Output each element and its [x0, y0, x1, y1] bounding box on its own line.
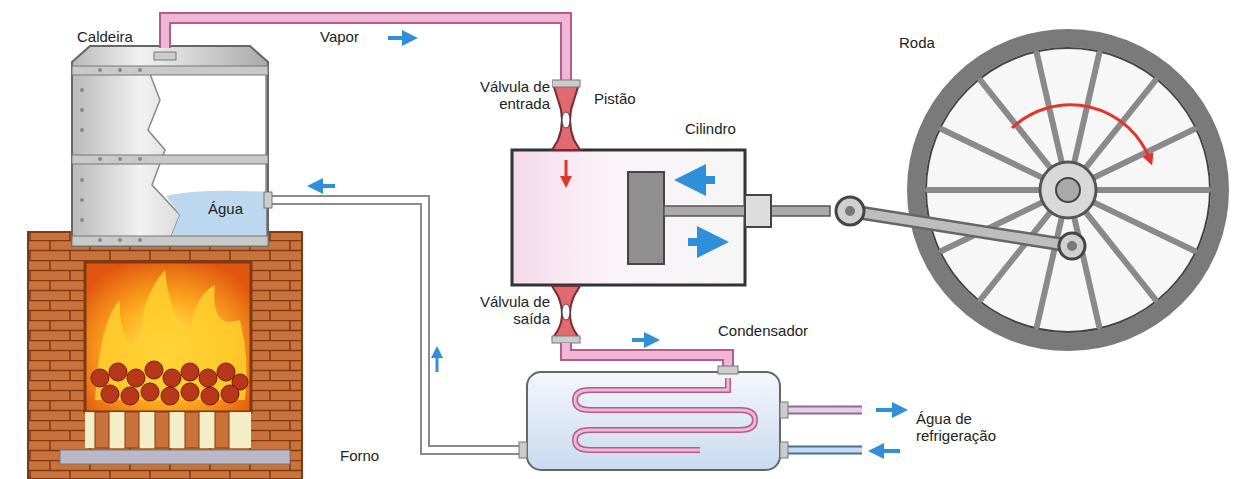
part-label: Condensador [716, 322, 810, 339]
part-label: Caldeira [75, 28, 135, 45]
part-label: Água [208, 200, 243, 217]
part-label: Água de refrigeração [914, 410, 1018, 445]
part-label: Forno [338, 447, 381, 464]
part-label: Válvula de entrada [470, 78, 552, 113]
part-label: Pistão [592, 90, 638, 107]
part-label: Roda [897, 34, 937, 51]
wheel-spoke [928, 187, 1040, 193]
part-label: Válvula de saída [470, 293, 552, 328]
part-label: Cilindro [683, 120, 738, 137]
part-label: Vapor [318, 28, 361, 45]
wheel-spoke [1037, 217, 1062, 326]
wheel-spoke [1093, 129, 1194, 178]
wheel-spoke [1085, 212, 1155, 300]
wheel-spoke [1096, 187, 1208, 193]
